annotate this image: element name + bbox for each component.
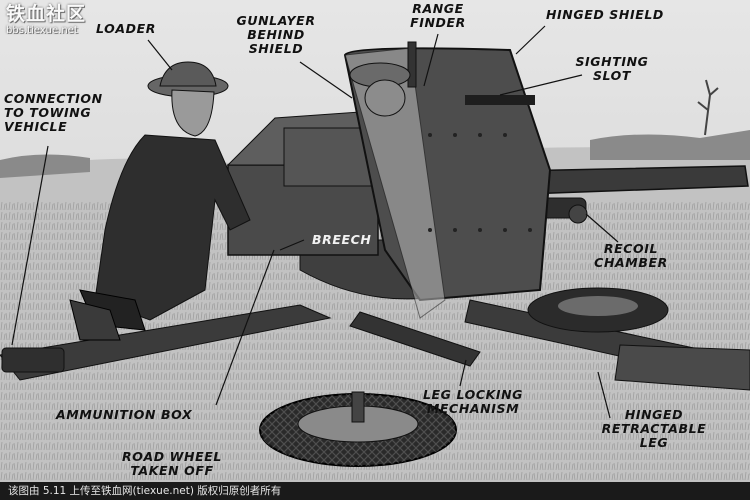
dead-tree [697,79,719,136]
loader-body [94,134,251,321]
label-range-finder: RANGE FINDER [410,1,466,30]
site-watermark: 铁血社区 bbs.tiexue.net [6,3,87,37]
mounted-wheel-hub [558,296,638,316]
leg-locking-mechanism [349,311,481,367]
label-loader: LOADER [96,21,156,36]
sighting-slot [465,95,535,105]
label-road-wheel-taken-off: ROAD WHEEL TAKEN OFF [122,449,222,478]
label-gunlayer-behind-shield: GUNLAYER BEHIND SHIELD [236,13,316,56]
label-hinged-retractable-leg: HINGED RETRACTABLE LEG [601,407,707,450]
distant-trees-left [0,154,90,178]
road-wheel-hub [351,391,365,423]
watermark-site-url: bbs.tiexue.net [6,25,78,36]
watermark-logo-text: 铁血社区 [6,3,87,25]
label-sighting-slot: SIGHTING SLOT [575,54,649,83]
upload-credit-footer: 该图由 5.11 上传至铁血网(tiexue.net) 版权归原创者所有 [0,482,750,500]
range-finder [407,41,417,88]
label-leg-locking-mechanism: LEG LOCKING MECHANISM [422,387,524,416]
recoil-chamber-cap [568,204,588,224]
loader-helmet [159,61,217,87]
breech-block [283,127,375,187]
towing-connection [1,347,65,373]
distant-trees-right [590,130,750,160]
label-connection-to-towing-vehicle: CONNECTION TO TOWING VEHICLE [4,91,103,134]
shield-rivets [428,133,532,232]
leader-lines [11,25,619,419]
label-hinged-shield: HINGED SHIELD [546,7,664,22]
gunlayer-face [364,79,406,117]
label-recoil-chamber: RECOIL CHAMBER [594,241,668,270]
label-breech: BREECH [312,232,372,247]
label-ammunition-box: AMMUNITION BOX [56,407,193,422]
loader-head [171,89,215,137]
shield-front-plate [344,47,446,319]
gun-illustration [0,0,750,482]
hinged-retractable-leg [614,344,750,391]
loader-boot [69,299,121,341]
